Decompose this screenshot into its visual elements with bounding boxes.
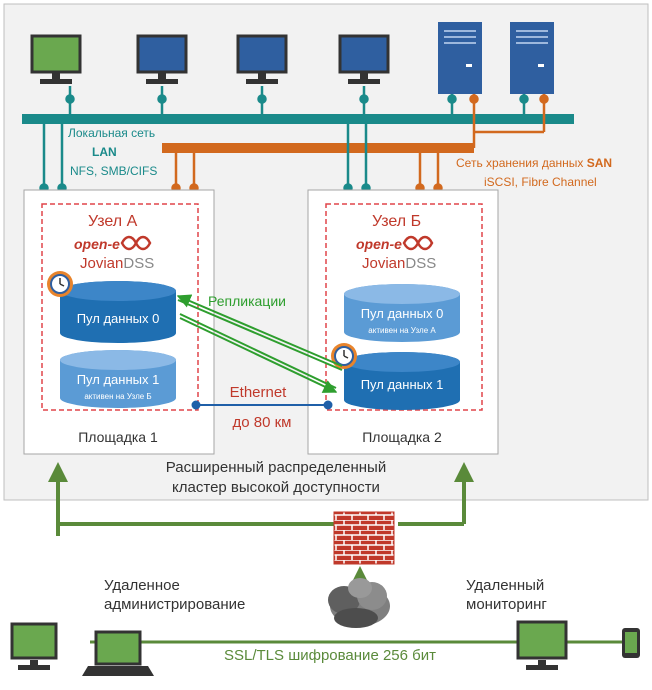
infinity-icon: [402, 235, 434, 251]
workstation-2: [136, 34, 188, 84]
node-a-brand-dss: DSS: [123, 255, 154, 272]
lan-title: Локальная сеть: [68, 126, 155, 140]
encryption-label: SSL/TLS шифрование 256 бит: [224, 647, 436, 664]
infinity-icon: [120, 235, 152, 251]
lan-bus: [22, 114, 574, 124]
san-label: SAN: [587, 156, 612, 170]
lan-device-links: [65, 86, 529, 114]
admin-computer-1: [10, 622, 58, 670]
cloud-icon: [328, 578, 390, 628]
node-b-title: Узел Б: [372, 213, 421, 230]
node-b-brand-jovian: Jovian: [362, 255, 405, 272]
monitor-icon: [136, 34, 188, 84]
monitor-icon: [10, 622, 58, 670]
monitor-label-2: мониторинг: [466, 596, 547, 613]
node-a-pool-0: Пул данных 0: [60, 281, 176, 343]
site-2-label: Площадка 2: [362, 429, 442, 445]
monitor-icon: [516, 620, 568, 670]
distance-label: до 80 км: [233, 414, 292, 431]
smartphone-icon: [622, 628, 640, 658]
server-1-icon: [438, 22, 482, 94]
firewall-icon: [333, 511, 395, 565]
workstation-3: [236, 34, 288, 84]
san-protocols: iSCSI, Fibre Channel: [484, 175, 597, 189]
node-b-pool-1: Пул данных 1: [344, 352, 460, 410]
cluster-line-1: Расширенный распределенный: [166, 459, 386, 476]
san-server-links: [469, 94, 549, 148]
san-title-prefix: Сеть хранения данных: [456, 156, 587, 170]
server-2-icon: [510, 22, 554, 94]
laptop-icon: [82, 630, 154, 676]
monitoring-phone: [622, 628, 640, 658]
snapshot-clock-icon: [331, 343, 357, 369]
node-b-brand-dss: DSS: [405, 255, 436, 272]
monitor-icon: [30, 34, 82, 84]
node-b-brand-top: open-e: [356, 236, 402, 252]
open-e-logo: open-e JovianDSS: [74, 235, 154, 272]
svg-text:JovianDSS: JovianDSS: [80, 255, 154, 272]
monitor-icon: [338, 34, 390, 84]
workstation-1: [30, 34, 82, 84]
replication-label: Репликации: [208, 293, 286, 309]
monitor-icon: [236, 34, 288, 84]
node-b-pool-1-label: Пул данных 1: [361, 377, 444, 392]
node-b-pool-0-note: активен на Узле А: [368, 326, 436, 335]
admin-label-2: администрирование: [104, 596, 245, 613]
node-a-brand-top: open-e: [74, 236, 120, 252]
lan-label: LAN: [92, 145, 117, 159]
lan-protocols: NFS, SMB/CIFS: [70, 164, 157, 178]
replication-arrows: [176, 294, 343, 393]
node-a-box: [41, 203, 199, 411]
admin-label-1: Удаленное: [104, 577, 180, 594]
node-b-pool-0-label: Пул данных 0: [361, 306, 444, 321]
workstation-4: [338, 34, 390, 84]
node-a-pool-1-label: Пул данных 1: [77, 372, 160, 387]
node-b-box: [325, 203, 483, 411]
cluster-line-2: кластер высокой доступности: [172, 479, 380, 496]
ethernet-label: Ethernet: [230, 384, 288, 401]
snapshot-clock-icon: [47, 271, 73, 297]
monitor-label-1: Удаленный: [466, 577, 544, 594]
remote-uplinks: [48, 462, 474, 586]
node-a-pool-1: Пул данных 1 активен на Узле Б: [60, 350, 176, 408]
ethernet-link: [191, 400, 333, 410]
node-a-pool-1-note: активен на Узле Б: [84, 392, 151, 401]
svg-text:JovianDSS: JovianDSS: [362, 255, 436, 272]
node-a-brand-jovian: Jovian: [80, 255, 123, 272]
san-title: Сеть хранения данных SAN: [456, 156, 612, 170]
admin-laptop: [82, 630, 154, 676]
node-a-title: Узел А: [88, 213, 138, 230]
monitoring-computer: [516, 620, 568, 670]
open-e-logo: open-e JovianDSS: [356, 235, 436, 272]
site-1-label: Площадка 1: [78, 429, 158, 445]
node-a-pool-0-label: Пул данных 0: [77, 311, 160, 326]
node-b-pool-0: Пул данных 0 активен на Узле А: [344, 284, 460, 342]
san-bus: [162, 143, 474, 153]
